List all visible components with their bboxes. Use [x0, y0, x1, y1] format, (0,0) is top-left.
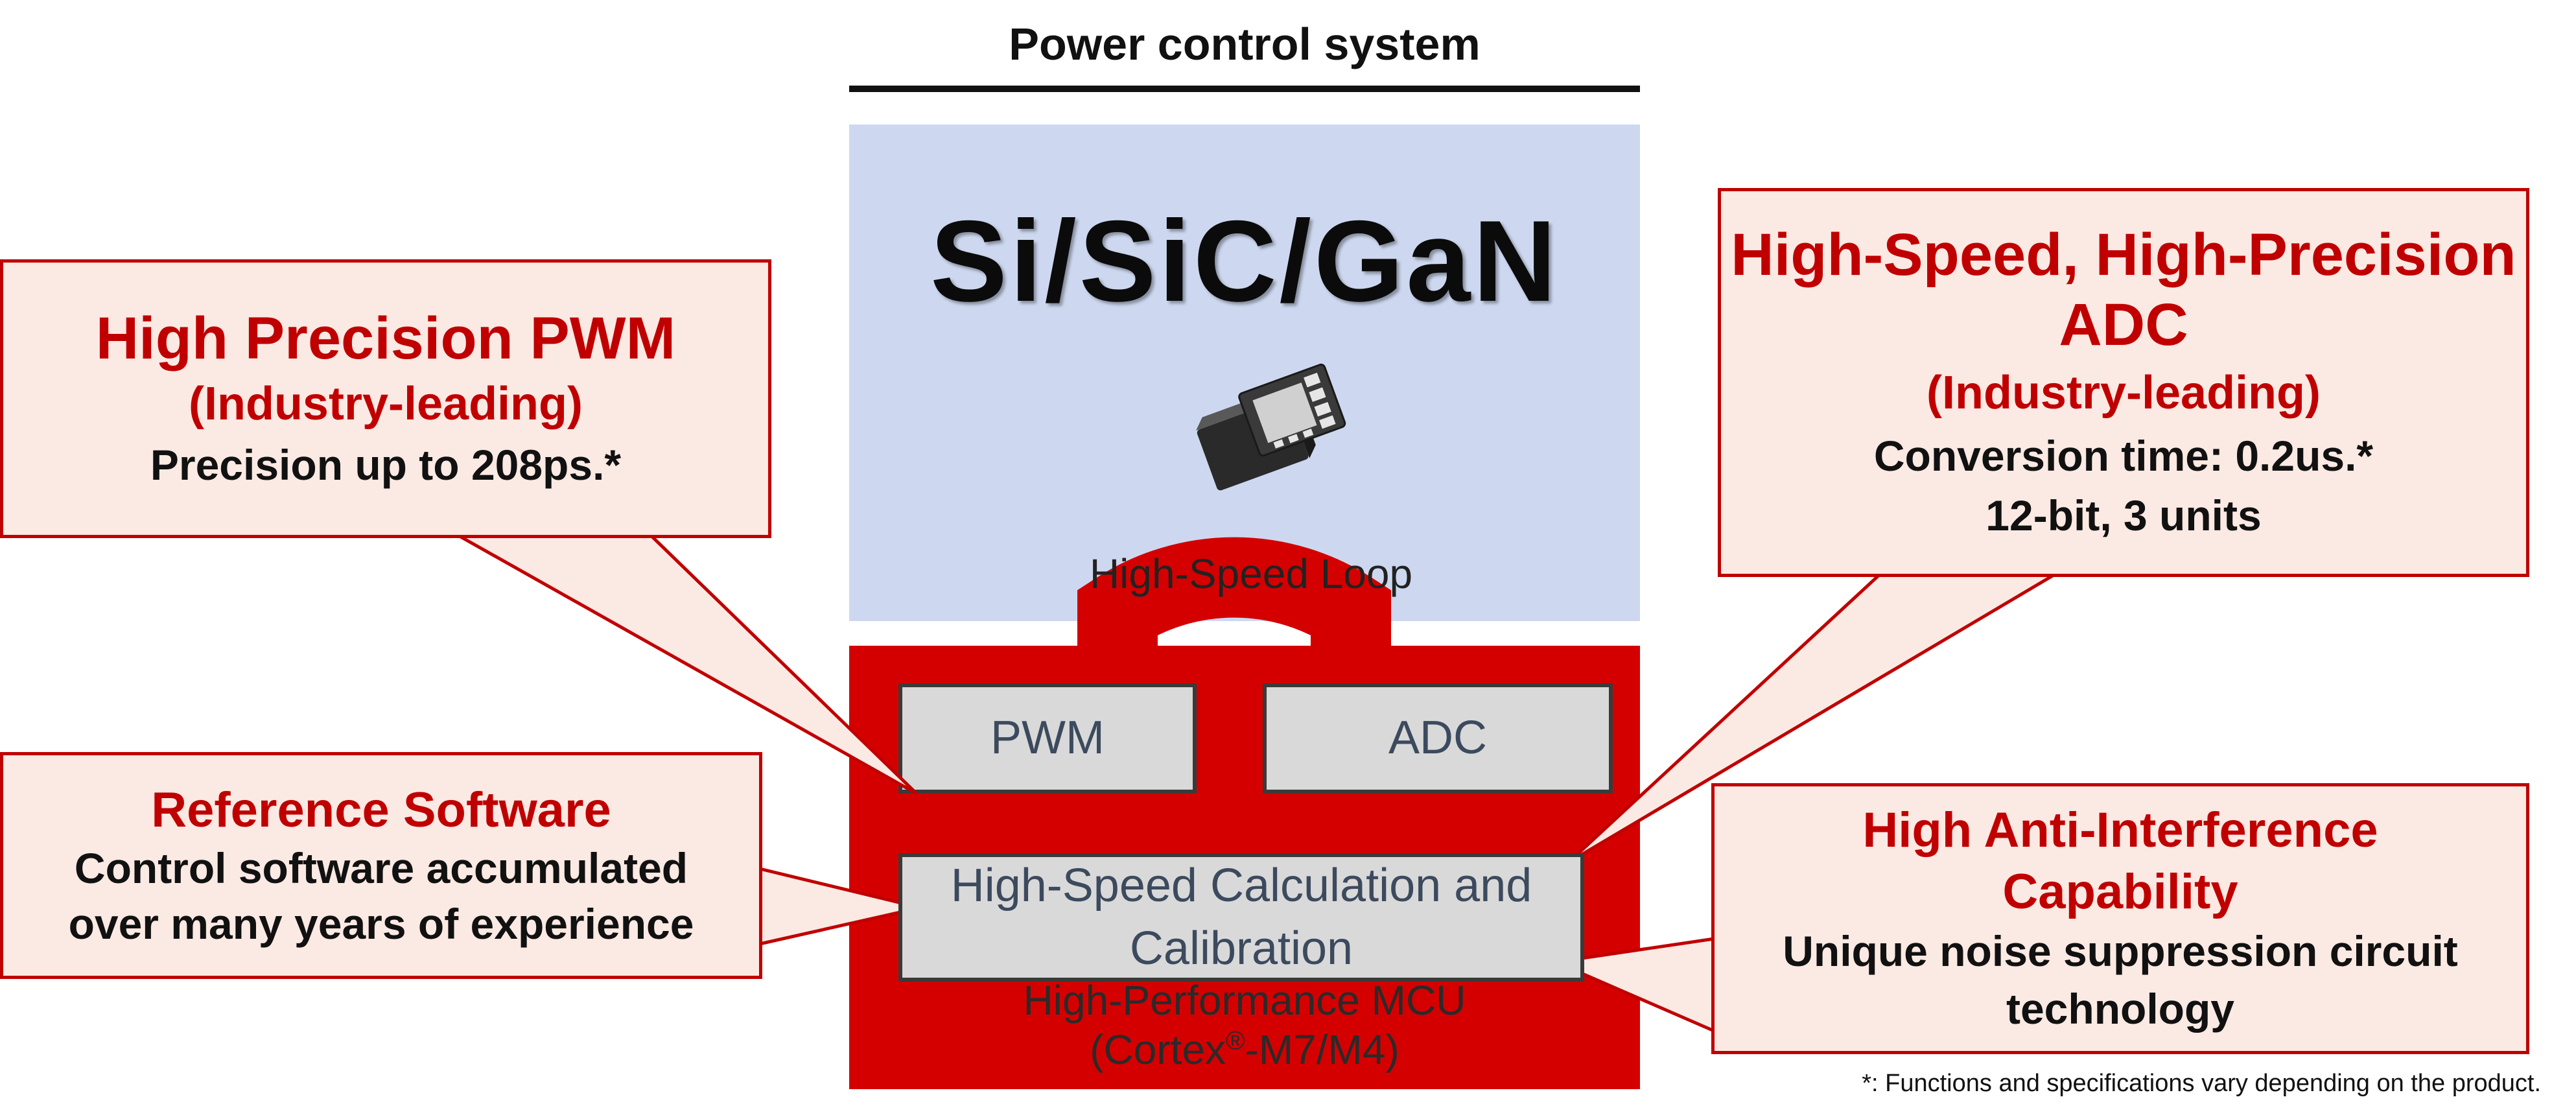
pwm-callout-heading: High Precision PWM	[95, 305, 676, 371]
anti-interference-callout-heading-line2: Capability	[2002, 864, 2238, 919]
diagram-title: Power control system	[1009, 19, 1481, 69]
anti-interference-callout-heading-line1: High Anti-Interference	[1862, 802, 2378, 858]
adc-callout-heading-line1: High-Speed, High-Precision	[1731, 221, 2516, 288]
mcu-label: High-Performance MCU (Cortex®-M7/M4)	[849, 976, 1640, 1074]
mcu-core: (Cortex®-M7/M4)	[849, 1026, 1640, 1075]
semiconductor-label: Si/SiC/GaN	[930, 196, 1559, 325]
adc-callout-sub: (Industry-leading)	[1926, 366, 2321, 419]
chip-icon	[1196, 363, 1346, 491]
reference-software-callout: Reference Software Control software accu…	[0, 752, 762, 979]
reference-callout-detail-line2: over many years of experience	[68, 899, 694, 948]
anti-interference-callout: High Anti-Interference Capability Unique…	[1711, 783, 2529, 1054]
adc-block: ADC	[1263, 683, 1613, 794]
footnote: *: Functions and specifications vary dep…	[1862, 1070, 2541, 1097]
adc-callout-heading-line2: ADC	[2059, 292, 2188, 359]
anti-interference-callout-detail-line2: technology	[2006, 985, 2234, 1033]
anti-interference-callout-detail-line1: Unique noise suppression circuit	[1783, 926, 2458, 975]
high-speed-loop-ring	[1077, 537, 1391, 661]
calculation-calibration-block: High-Speed Calculation and Calibration	[898, 853, 1584, 982]
reference-callout-detail-line1: Control software accumulated	[74, 843, 688, 892]
adc-callout-detail-line1: Conversion time: 0.2us.*	[1873, 431, 2374, 480]
adc-callout: High-Speed, High-Precision ADC (Industry…	[1718, 188, 2529, 577]
reference-callout-tail	[758, 866, 921, 947]
pwm-callout-detail: Precision up to 208ps.*	[150, 440, 622, 489]
pwm-block: PWM	[898, 683, 1197, 794]
mcu-core-prefix: (Cortex	[1090, 1026, 1226, 1073]
pwm-callout: High Precision PWM (Industry-leading) Pr…	[0, 259, 771, 538]
mcu-name: High-Performance MCU	[1023, 977, 1466, 1024]
pwm-callout-sub: (Industry-leading)	[189, 378, 583, 430]
reference-callout-heading: Reference Software	[151, 782, 611, 838]
adc-callout-detail-line2: 12-bit, 3 units	[1985, 491, 2262, 539]
registered-mark: ®	[1226, 1026, 1245, 1055]
title-underline	[849, 86, 1640, 92]
high-speed-loop-label: High-Speed Loop	[1089, 550, 1413, 597]
mcu-core-suffix: -M7/M4)	[1245, 1026, 1399, 1073]
